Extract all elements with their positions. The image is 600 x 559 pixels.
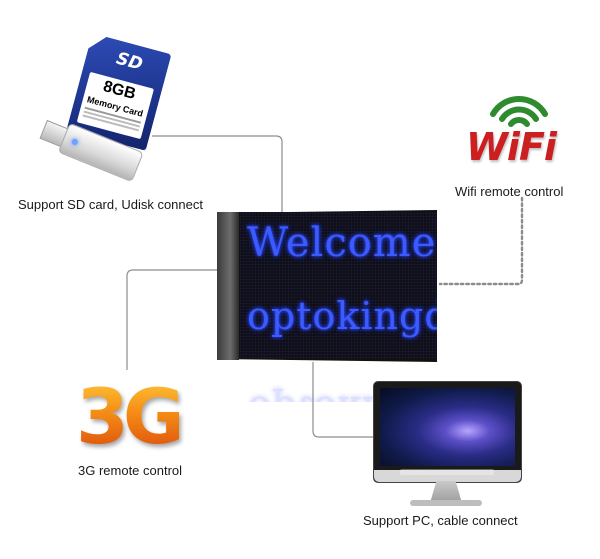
caption-sd-udisk: Support SD card, Udisk connect [18, 197, 203, 212]
wire-wifi-to-sign [438, 196, 524, 286]
led-text-line2: optokingdom [247, 294, 437, 338]
sd-brand: SD [114, 48, 145, 75]
monitor-chin [374, 470, 521, 482]
led-cabinet-side [217, 212, 239, 360]
caption-3g: 3G remote control [78, 463, 183, 478]
wire-sd-to-sign [152, 135, 283, 212]
wire-pc-to-sign [312, 362, 374, 438]
wifi-icon [490, 95, 548, 127]
caption-pc: Support PC, cable connect [363, 513, 518, 528]
3g-icon: 3G [76, 372, 185, 461]
usb-led [70, 138, 79, 146]
monitor-stand [430, 481, 462, 503]
monitor-foot [410, 500, 482, 506]
monitor-screen [380, 388, 515, 466]
led-display-face: Welcome to optokingdom [239, 212, 437, 358]
monitor-icon [373, 381, 522, 483]
led-text-line1: Welcome to [247, 220, 437, 266]
monitor-dock [400, 469, 494, 475]
wire-3g-to-sign [126, 269, 217, 370]
caption-wifi: Wifi remote control [455, 184, 564, 199]
wifi-logo-text: WiFi [466, 125, 557, 169]
